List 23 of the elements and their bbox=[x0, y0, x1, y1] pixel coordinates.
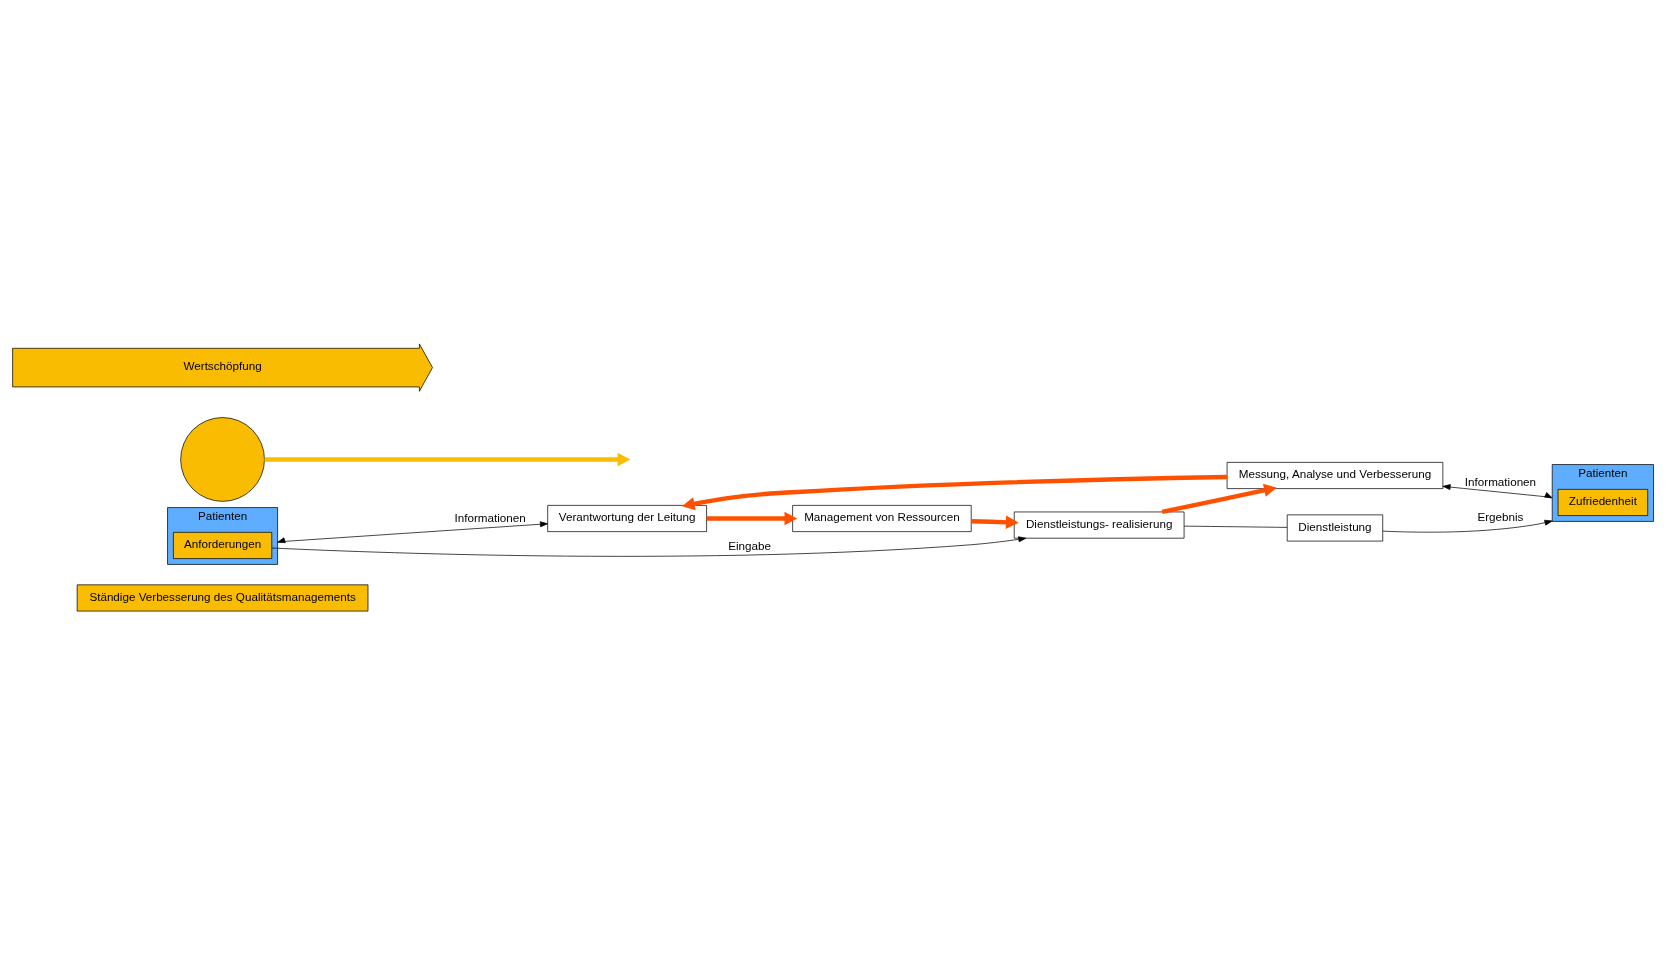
arrow bbox=[681, 474, 1228, 510]
arrow bbox=[271, 535, 1027, 557]
node-box: Verantwortung der Leitung bbox=[547, 504, 707, 532]
node-box: Dienstleistungs- realisierung bbox=[1013, 511, 1185, 539]
arrow bbox=[1382, 519, 1553, 533]
arrow bbox=[971, 515, 1019, 529]
node-box: Zufriedenheit bbox=[1557, 488, 1649, 516]
node-box: Management von Ressourcen bbox=[792, 504, 972, 532]
node-box: Ständige Verbesserung des Qualitätsmanagements bbox=[76, 583, 369, 611]
node-box: Messung, Analyse und Verbesserung bbox=[1226, 461, 1444, 489]
arrow bbox=[264, 452, 631, 466]
edge-label: Ergebnis bbox=[1477, 509, 1524, 523]
connector bbox=[1183, 525, 1288, 528]
arrow bbox=[277, 520, 549, 543]
edge-label: Eingabe bbox=[728, 538, 772, 552]
node-box: Anforderungen bbox=[173, 531, 273, 559]
node-box: Dienstleistung bbox=[1286, 514, 1384, 541]
edge-label: Informationen bbox=[454, 510, 526, 524]
arrow bbox=[706, 511, 798, 525]
node-circle bbox=[180, 416, 265, 502]
arrow bbox=[1161, 483, 1277, 514]
arrow bbox=[1442, 483, 1553, 498]
edge-label: Informationen bbox=[1464, 474, 1537, 488]
